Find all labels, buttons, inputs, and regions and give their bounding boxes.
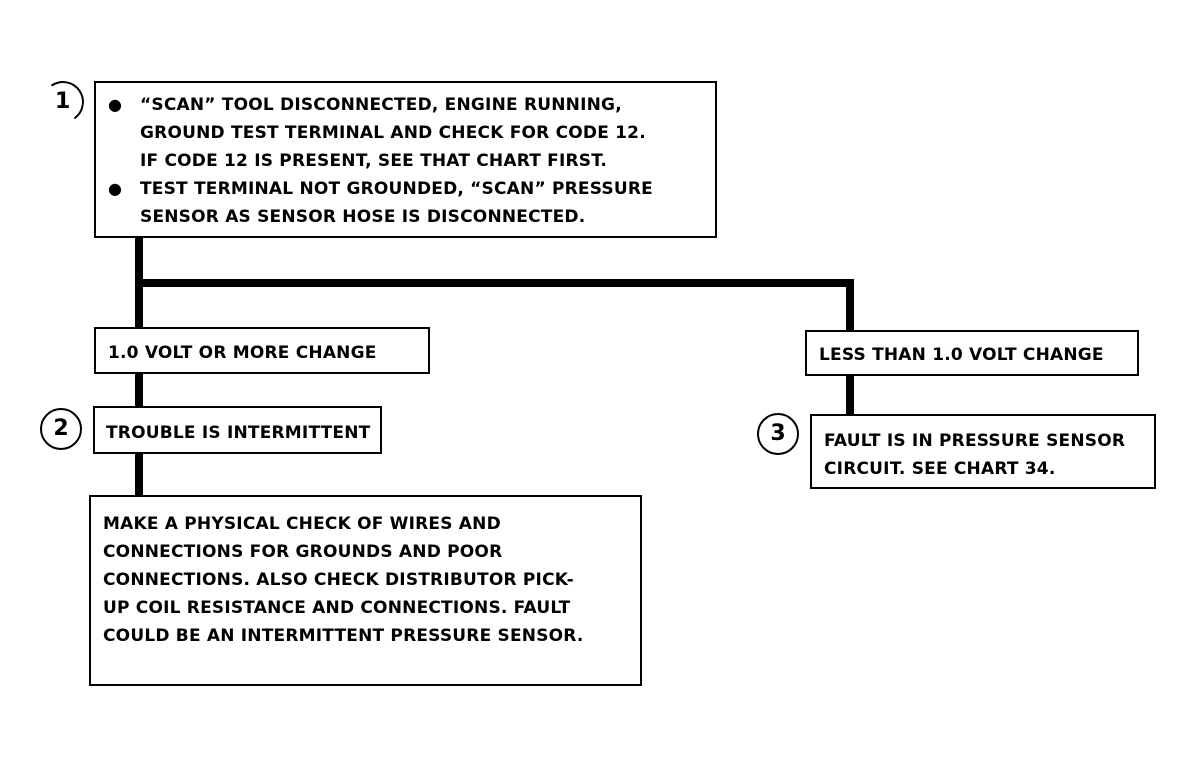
step1-bullet-2: ● TEST TERMINAL NOT GROUNDED, “SCAN” PRE… [108, 175, 715, 231]
action-box-physical-check: MAKE A PHYSICAL CHECK OF WIRES AND CONNE… [89, 495, 642, 686]
connector-right-cond-down [846, 375, 854, 415]
fault-line-2: CIRCUIT. SEE CHART 34. [824, 459, 1056, 479]
condition-left-label: 1.0 VOLT OR MORE CHANGE [108, 343, 377, 363]
action-line-4: UP COIL RESISTANCE AND CONNECTIONS. FAUL… [103, 598, 571, 618]
step-number-3: 3 [757, 413, 799, 455]
action-line-3: CONNECTIONS. ALSO CHECK DISTRIBUTOR PICK… [103, 570, 574, 590]
step1-bullet2-line1: TEST TERMINAL NOT GROUNDED, “SCAN” PRESS… [140, 179, 653, 199]
connector-intermittent-down [135, 453, 143, 496]
step-number-1: 1 [38, 77, 88, 127]
fault-line-1: FAULT IS IN PRESSURE SENSOR [824, 431, 1126, 451]
connector-horizontal [135, 279, 854, 287]
connector-left-cond-down [135, 373, 143, 407]
condition-right-label: LESS THAN 1.0 VOLT CHANGE [819, 345, 1104, 365]
bullet-icon: ● [108, 95, 123, 114]
action-line-5: COULD BE AN INTERMITTENT PRESSURE SENSOR… [103, 626, 584, 646]
result-box-intermittent: TROUBLE IS INTERMITTENT [93, 406, 382, 454]
step1-bullet1-line2: GROUND TEST TERMINAL AND CHECK FOR CODE … [140, 123, 646, 143]
connector-right-down [846, 279, 854, 331]
step1-bullet-1: ● “SCAN” TOOL DISCONNECTED, ENGINE RUNNI… [108, 91, 715, 175]
result-box-fault: FAULT IS IN PRESSURE SENSOR CIRCUIT. SEE… [810, 414, 1156, 489]
condition-box-right: LESS THAN 1.0 VOLT CHANGE [805, 330, 1139, 376]
bullet-icon: ● [108, 179, 123, 198]
step-number-2: 2 [40, 408, 82, 450]
step1-bullet2-line2: SENSOR AS SENSOR HOSE IS DISCONNECTED. [140, 207, 586, 227]
step1-bullet1-line1: “SCAN” TOOL DISCONNECTED, ENGINE RUNNING… [140, 95, 622, 115]
condition-box-left: 1.0 VOLT OR MORE CHANGE [94, 327, 430, 374]
result-intermittent-label: TROUBLE IS INTERMITTENT [106, 423, 371, 443]
step1-bullet1-line3: IF CODE 12 IS PRESENT, SEE THAT CHART FI… [140, 151, 608, 171]
action-line-2: CONNECTIONS FOR GROUNDS AND POOR [103, 542, 503, 562]
action-line-1: MAKE A PHYSICAL CHECK OF WIRES AND [103, 514, 501, 534]
step1-instruction-box: ● “SCAN” TOOL DISCONNECTED, ENGINE RUNNI… [94, 81, 717, 238]
